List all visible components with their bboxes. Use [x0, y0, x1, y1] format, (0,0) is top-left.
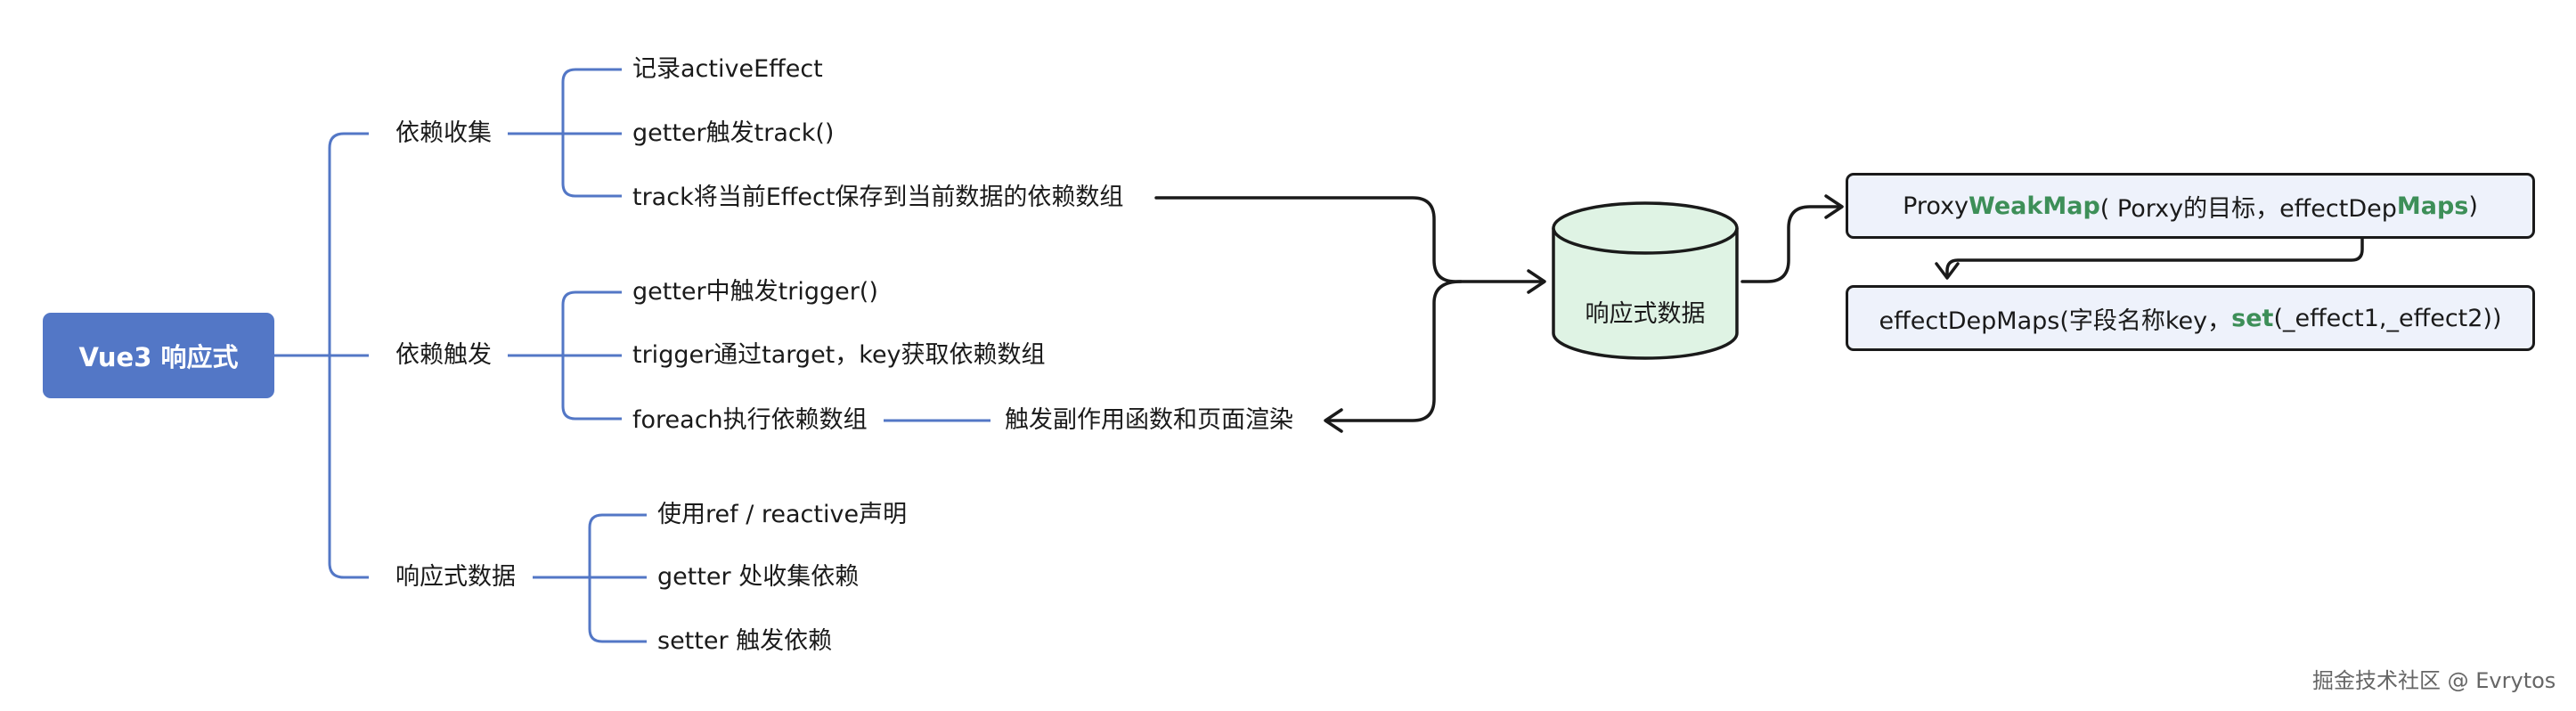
- weakmap-text-2: WeakMap: [1969, 192, 2100, 220]
- root-label: Vue3 响应式: [78, 342, 239, 372]
- weakmap-to-depmaps-arrow: [1945, 235, 2364, 278]
- weakmap-text-3: ( Porxy的目标，effectDep: [2099, 194, 2397, 223]
- leaf-setter-trigger: setter 触发依赖: [657, 627, 833, 655]
- weakmap-text-4: Maps: [2396, 192, 2469, 220]
- leaf-ref-reactive: 使用ref / reactive声明: [657, 501, 908, 528]
- leaf-foreach-deps: foreach执行依赖数组: [632, 406, 868, 434]
- root-branch-connector: [274, 132, 369, 579]
- root-node: Vue3 响应式: [43, 313, 274, 398]
- depmaps-text-2: set: [2231, 304, 2274, 332]
- branch-reactive: 响应式数据: [395, 563, 516, 591]
- leaf-getter-collect: getter 处收集依赖: [657, 563, 860, 591]
- collect-connector: [508, 68, 622, 198]
- arrowhead-store: [1527, 269, 1546, 294]
- arrowhead-depmaps: [1935, 262, 1960, 280]
- leaf-getter-trigger: getter中触发trigger(): [632, 278, 878, 306]
- store-to-render-arrow: [1327, 280, 1463, 422]
- leaf-getter-track: getter触发track(): [632, 119, 835, 147]
- store-label: 响应式数据: [1585, 300, 1706, 328]
- depmaps-text-3: (_effect1,_effect2)): [2273, 304, 2502, 332]
- branch-collect: 依赖收集: [395, 119, 492, 147]
- branch-trigger: 依赖触发: [395, 341, 492, 369]
- watermark: 掘金技术社区 @ Evrytos: [2312, 668, 2556, 693]
- trigger-connector: [508, 290, 622, 421]
- leaf-trigger-target: trigger通过target，key获取依赖数组: [632, 341, 1046, 369]
- arrowhead-render: [1324, 408, 1343, 433]
- arrowhead-weakmap: [1824, 194, 1844, 219]
- leaf-track-save: track将当前Effect保存到当前数据的依赖数组: [632, 184, 1124, 211]
- leaf-record-effect: 记录activeEffect: [632, 55, 823, 83]
- weakmap-text-5: ): [2468, 192, 2478, 220]
- side-effect-label: 触发副作用函数和页面渲染: [1005, 406, 1293, 434]
- depmaps-text-1: effectDepMaps(字段名称key，: [1879, 306, 2232, 335]
- track-to-store-arrow: [1154, 196, 1543, 283]
- reactive-connector: [533, 513, 647, 643]
- store-to-weakmap-arrow: [1740, 205, 1840, 283]
- depmaps-box: effectDepMaps(字段名称key，set(_effect1,_effe…: [1846, 285, 2535, 351]
- data-store-cylinder: [1552, 201, 1739, 360]
- weakmap-text-1: Proxy: [1903, 192, 1969, 220]
